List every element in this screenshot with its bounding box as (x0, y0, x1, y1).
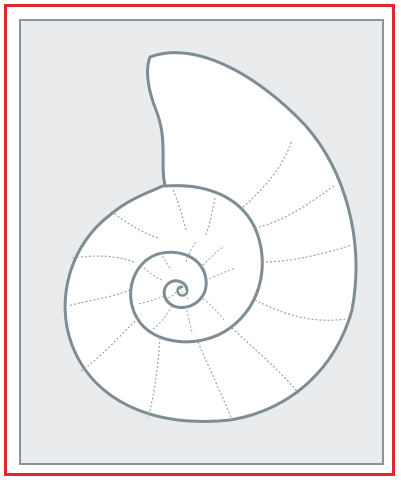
shell-outer-whorl (65, 53, 356, 422)
